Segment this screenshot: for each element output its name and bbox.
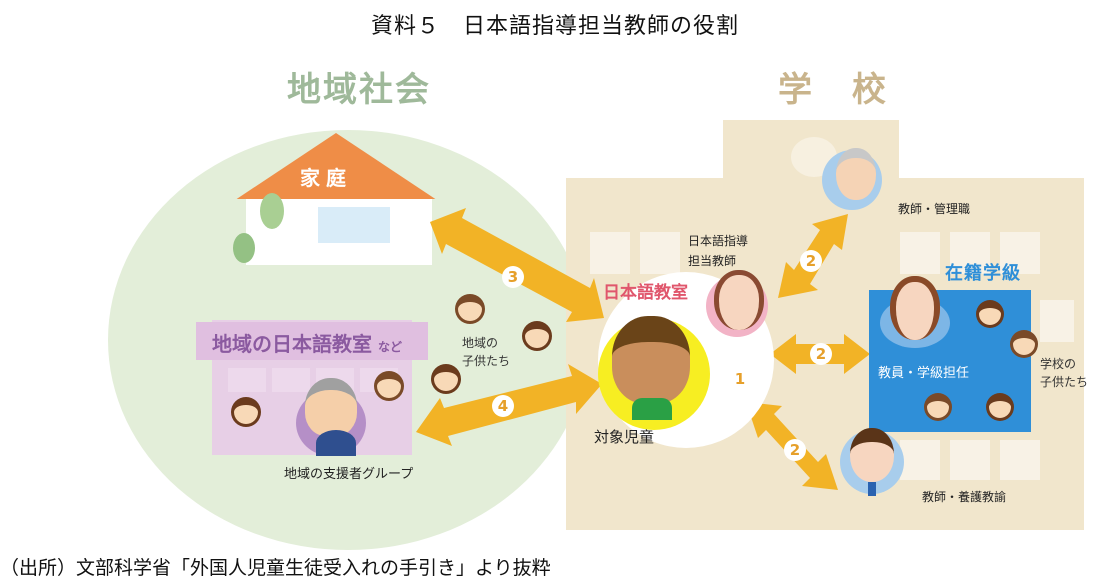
management-label: 教師・管理職 <box>898 202 971 216</box>
bush-icon <box>260 193 284 229</box>
window <box>1000 232 1040 274</box>
arrow-1-badge: 1 <box>729 368 751 390</box>
tie-icon <box>868 482 876 496</box>
window <box>950 440 990 480</box>
jp-teacher-label-2: 担当教師 <box>688 254 737 268</box>
child-face-icon <box>1010 330 1038 358</box>
jp-teacher-label-1: 日本語指導 <box>688 234 749 248</box>
local-children-label-1: 地域の <box>462 336 499 350</box>
source-note: （出所）文部科学省「外国人児童生徒受入れの手引き」より抜粋 <box>0 557 551 579</box>
target-child-clothes <box>632 398 672 420</box>
jp-teacher-avatar <box>714 270 764 330</box>
window <box>640 232 680 274</box>
child-face-icon <box>455 294 485 324</box>
diagram-title: 資料５ 日本語指導担当教師の役割 <box>370 14 739 39</box>
supporter-avatar <box>305 378 357 436</box>
local-class-name: 地域の日本語教室 <box>212 332 372 356</box>
management-avatar <box>836 148 876 200</box>
home-label: 家庭 <box>300 166 352 190</box>
nurse-label: 教師・養護教諭 <box>922 490 1007 504</box>
child-face-icon <box>231 397 261 427</box>
child-face-icon <box>924 393 952 421</box>
target-child-label: 対象児童 <box>594 428 655 446</box>
supporter-clothes <box>316 430 356 456</box>
target-child-avatar <box>612 316 690 404</box>
homeroom-class-title: 在籍学級 <box>945 263 1021 284</box>
local-class-suffix: など <box>378 340 403 354</box>
bush-icon <box>233 233 255 263</box>
window <box>950 232 990 274</box>
window <box>900 440 940 480</box>
homeroom-teacher-label: 教員・学級担任 <box>878 366 970 381</box>
window <box>900 232 940 274</box>
local-children-label-2: 子供たち <box>462 354 511 368</box>
window <box>228 368 266 392</box>
house-roof <box>236 133 436 199</box>
window <box>1040 300 1074 342</box>
child-face-icon <box>522 321 552 351</box>
arrow-2c-badge: 2 <box>784 439 806 461</box>
community-zone-label: 地域社会 <box>287 70 431 110</box>
jp-classroom-label: 日本語教室 <box>603 283 688 303</box>
school-zone-label: 学 校 <box>778 70 900 110</box>
local-class-label: 地域の日本語教室など <box>212 328 402 357</box>
child-face-icon <box>431 364 461 394</box>
window <box>590 232 630 274</box>
homeroom-teacher-avatar <box>890 276 940 340</box>
arrow-3-badge: 3 <box>502 266 524 288</box>
window <box>1000 440 1040 480</box>
child-face-icon <box>976 300 1004 328</box>
window <box>272 368 310 392</box>
child-face-icon <box>986 393 1014 421</box>
arrow-2b-badge: 2 <box>810 343 832 365</box>
arrow-4-badge: 4 <box>492 395 514 417</box>
house-window <box>318 207 390 243</box>
nurse-avatar <box>850 428 894 482</box>
local-class-sign <box>196 322 428 360</box>
school-children-label-1: 学校の <box>1040 357 1077 371</box>
arrow-2a-badge: 2 <box>800 250 822 272</box>
school-children-label-2: 子供たち <box>1040 375 1089 389</box>
arrow-3-icon <box>430 208 604 322</box>
supporters-label: 地域の支援者グループ <box>284 467 414 482</box>
child-face-icon <box>374 371 404 401</box>
